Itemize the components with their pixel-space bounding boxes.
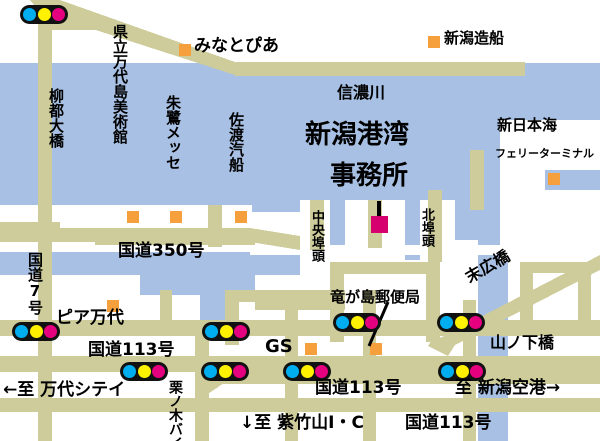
label-kita-futo: 北埠頭	[419, 208, 434, 247]
niigata-zosen-marker	[428, 36, 440, 48]
traffic-signal	[333, 313, 381, 332]
signal-lamp-cyan	[15, 325, 28, 338]
pia-bandai-marker	[107, 300, 119, 312]
signal-lamp-magenta	[233, 365, 246, 378]
label-to-shichikuyama-ic: ↓至 紫竹山I・C	[240, 413, 364, 433]
traffic-signal	[438, 362, 486, 381]
signal-lamp-yellow	[300, 365, 314, 378]
traffic-signal	[20, 5, 68, 24]
label-kokudo-113-left: 国道113号	[88, 340, 175, 360]
label-ferry-terminal: フェリーターミナル	[495, 147, 594, 160]
signal-lamp-yellow	[29, 325, 43, 338]
signal-lamp-magenta	[52, 8, 65, 21]
signal-lamp-cyan	[286, 365, 299, 378]
signal-lamp-cyan	[205, 325, 218, 338]
label-niigata-zosen: 新潟造船	[444, 29, 505, 47]
label-shin-nihonkai: 新日本海	[497, 116, 558, 134]
signal-lamp-cyan	[441, 365, 454, 378]
target-marker	[371, 216, 388, 233]
signal-lamp-cyan	[204, 365, 217, 378]
signal-lamp-cyan	[123, 365, 136, 378]
label-target-line2: 事務所	[330, 161, 409, 191]
label-toki-messe: 朱鷺メッセ	[164, 95, 182, 170]
minatopia-marker	[179, 44, 191, 56]
label-shinanogawa: 信濃川	[337, 83, 386, 102]
label-ryuuto-oohashi: 柳都大橋	[47, 88, 65, 148]
signal-lamp-yellow	[455, 365, 469, 378]
gs-marker	[305, 343, 317, 355]
sado-kisen-marker	[235, 211, 247, 223]
signal-lamp-magenta	[469, 316, 482, 329]
ferry-terminal-marker	[548, 173, 560, 185]
traffic-signal	[12, 322, 60, 341]
signal-lamp-yellow	[454, 316, 468, 329]
signal-lamp-cyan	[336, 316, 349, 329]
signal-lamp-magenta	[152, 365, 165, 378]
traffic-signal	[202, 322, 250, 341]
traffic-signal	[283, 362, 331, 381]
toki-messe-marker	[170, 211, 182, 223]
label-minatopia: みなとぴあ	[194, 36, 279, 56]
label-kokudo-7: 国道7号	[26, 252, 44, 315]
tatsugashima-post-office-marker	[370, 343, 382, 355]
target-marker-pin	[377, 201, 381, 218]
label-yamanoshita-bashi: 山ノ下橋	[490, 333, 555, 352]
label-kokudo-113-bottom: 国道113号	[315, 378, 402, 398]
label-pia-bandai: ピア万代	[56, 308, 124, 328]
signal-lamp-magenta	[44, 325, 57, 338]
label-kokudo-350: 国道350号	[118, 241, 205, 261]
label-to-niigata-airport: 至 新潟空港→	[455, 378, 561, 398]
label-kurinoki-bypass: 栗ノ木バイパス	[167, 380, 183, 441]
label-sado-kisen: 佐渡汽船	[227, 112, 245, 172]
signal-lamp-cyan	[23, 8, 36, 21]
signal-lamp-yellow	[37, 8, 51, 21]
label-kokudo-113-bottom-right: 国道113号	[405, 413, 492, 433]
signal-lamp-magenta	[315, 365, 328, 378]
label-to-bandai-city: ←至 万代シテイ	[3, 380, 126, 400]
traffic-signal	[201, 362, 249, 381]
signal-lamp-yellow	[350, 316, 364, 329]
label-gs: GS	[265, 336, 293, 357]
traffic-signal	[437, 313, 485, 332]
signal-lamp-cyan	[440, 316, 453, 329]
label-tatsugashima-post-office: 竜が島郵便局	[330, 288, 421, 306]
signal-lamp-yellow	[137, 365, 151, 378]
traffic-signal	[120, 362, 168, 381]
signal-lamp-magenta	[365, 316, 378, 329]
signal-lamp-magenta	[470, 365, 483, 378]
signal-lamp-magenta	[234, 325, 247, 338]
label-chuo-futo: 中央埠頭	[309, 210, 324, 262]
bandaijima-bijutsukan-marker	[127, 211, 139, 223]
label-kenritsu-bandaijima-bijutsukan: 県立万代島美術館	[111, 24, 129, 144]
signal-lamp-yellow	[219, 325, 233, 338]
signal-lamp-yellow	[218, 365, 232, 378]
label-target-line1: 新潟港湾	[305, 120, 410, 150]
